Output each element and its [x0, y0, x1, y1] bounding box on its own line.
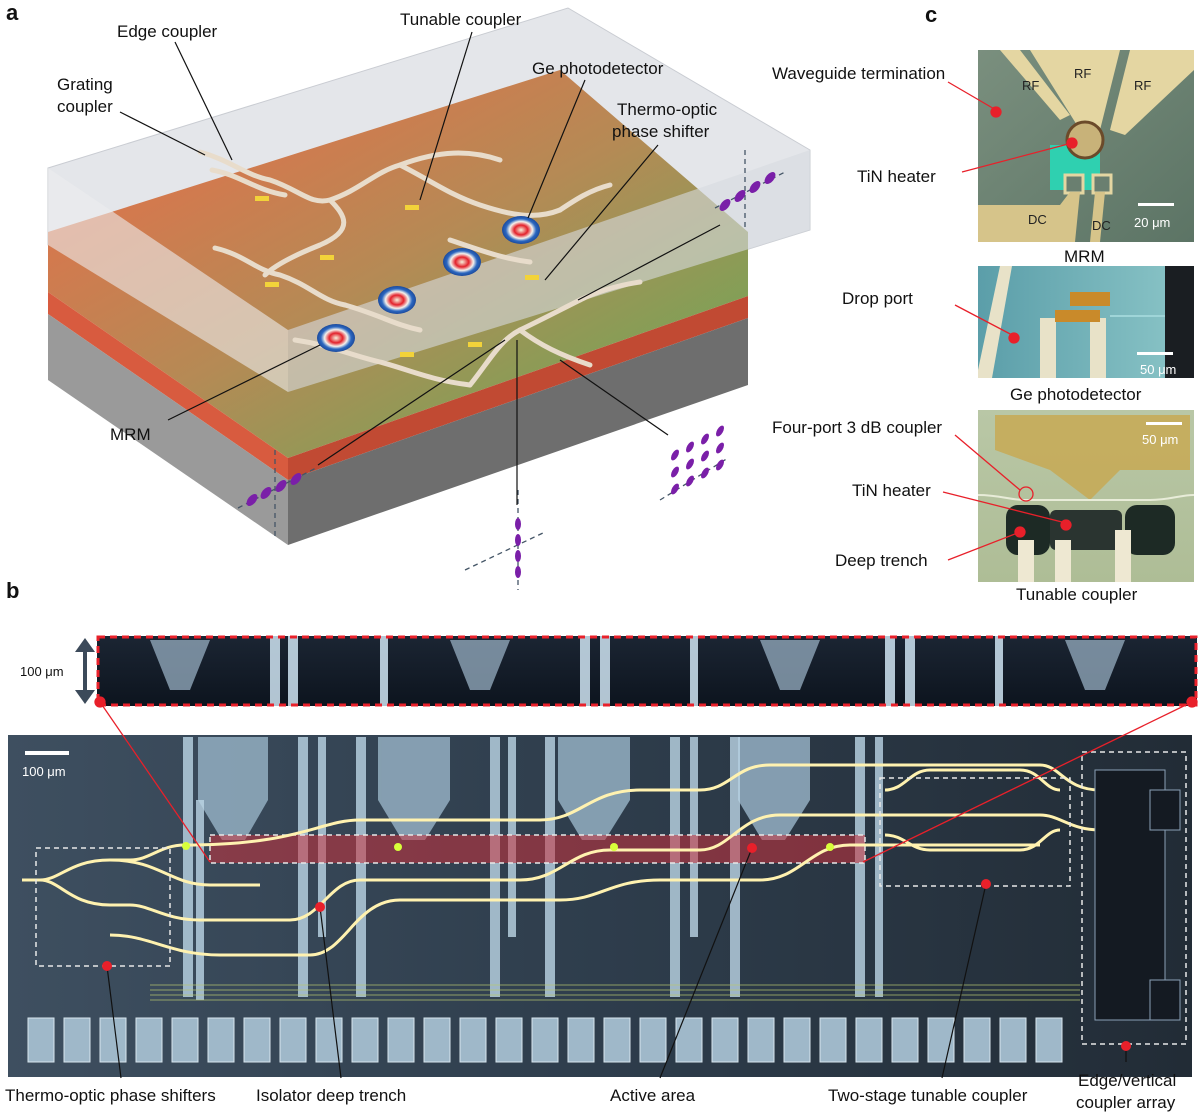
active-area-inset: [96, 635, 1198, 707]
label-thermo-line2: phase shifter: [612, 122, 710, 141]
panel-b-callouts: [102, 843, 1131, 1079]
cladding-front: [48, 168, 288, 392]
chip-micrograph: 100 μm: [8, 735, 1192, 1077]
label-tin-heater-coupler: TiN heater: [852, 481, 931, 500]
label-thermo-line1: Thermo-optic: [617, 100, 718, 119]
label-grating-line2: coupler: [57, 97, 113, 116]
scale-text-main: 100 μm: [22, 764, 66, 779]
label-waveguide-termination: Waveguide termination: [772, 64, 945, 83]
active-area-highlight: [210, 835, 865, 863]
label-grating-line1: Grating: [57, 75, 113, 94]
chip-3d-illustration: Edge coupler Tunable coupler Ge photodet…: [47, 7, 811, 590]
label-edge-vertical-line2: coupler array: [1076, 1093, 1176, 1112]
scale-bar-20um: [1138, 203, 1174, 206]
scale-bar-50um-2: [1146, 422, 1182, 425]
photon-grid: [671, 425, 724, 495]
panel-a-label: a: [6, 0, 19, 25]
label-tin-heater-mrm: TiN heater: [857, 167, 936, 186]
label-thermo-optic-phase-shifters: Thermo-optic phase shifters: [5, 1086, 216, 1105]
caption-mrm: MRM: [1064, 247, 1105, 266]
photon-indicators: [237, 150, 786, 590]
micrograph-tunable-coupler: 50 μm: [977, 410, 1195, 582]
label-active-area: Active area: [610, 1086, 696, 1105]
micrograph-ge-photodetector: 50 μm: [978, 266, 1194, 378]
label-deep-trench: Deep trench: [835, 551, 928, 570]
rf-label-1: RF: [1022, 78, 1039, 93]
label-edge-coupler: Edge coupler: [117, 22, 218, 41]
label-mrm: MRM: [110, 425, 151, 444]
scale-text-20um: 20 μm: [1134, 215, 1170, 230]
substrate-red-side: [288, 296, 748, 480]
dc-label-1: DC: [1028, 212, 1047, 227]
substrate-red-front: [48, 292, 288, 480]
micrograph-mrm: RF RF RF DC DC 20 μm: [978, 50, 1194, 242]
waveguide-network: [197, 149, 643, 388]
scale-text-50um-1: 50 μm: [1140, 362, 1176, 377]
label-two-stage-tunable-coupler: Two-stage tunable coupler: [828, 1086, 1028, 1105]
panel-c-callouts: [942, 81, 1078, 561]
caption-tunable-coupler: Tunable coupler: [1016, 585, 1138, 604]
label-edge-vertical-line1: Edge/vertical: [1078, 1071, 1176, 1090]
device-layer: [48, 70, 748, 458]
label-isolator-deep-trench: Isolator deep trench: [256, 1086, 406, 1105]
zoom-connectors: [94, 696, 1198, 863]
edge-coupler-array: [1094, 769, 1181, 1021]
dc-label-2: DC: [1092, 218, 1111, 233]
substrate-side: [288, 318, 748, 545]
panel-c-label: c: [925, 2, 937, 27]
label-drop-port: Drop port: [842, 289, 913, 308]
bond-pads: [27, 1017, 1063, 1063]
scale-bar-main: [25, 751, 69, 755]
panel-a-leaders: [119, 31, 721, 505]
rf-label-3: RF: [1134, 78, 1151, 93]
panel-b-label: b: [6, 578, 19, 603]
scale-text-inset: 100 μm: [20, 664, 64, 679]
label-tunable-coupler: Tunable coupler: [400, 10, 522, 29]
scale-text-50um-2: 50 μm: [1142, 432, 1178, 447]
substrate-front: [48, 314, 288, 545]
rf-label-2: RF: [1074, 66, 1091, 81]
scale-bar-50um-1: [1137, 352, 1173, 355]
caption-ge-photodetector: Ge photodetector: [1010, 385, 1142, 404]
micro-ring-modulators: [317, 216, 540, 352]
glowing-waveguides: [22, 763, 1101, 957]
photodetector-marks: [182, 842, 834, 851]
label-ge-photodetector: Ge photodetector: [532, 59, 664, 78]
label-four-port-coupler: Four-port 3 dB coupler: [772, 418, 942, 437]
inset-scale: 100 μm: [20, 638, 95, 704]
